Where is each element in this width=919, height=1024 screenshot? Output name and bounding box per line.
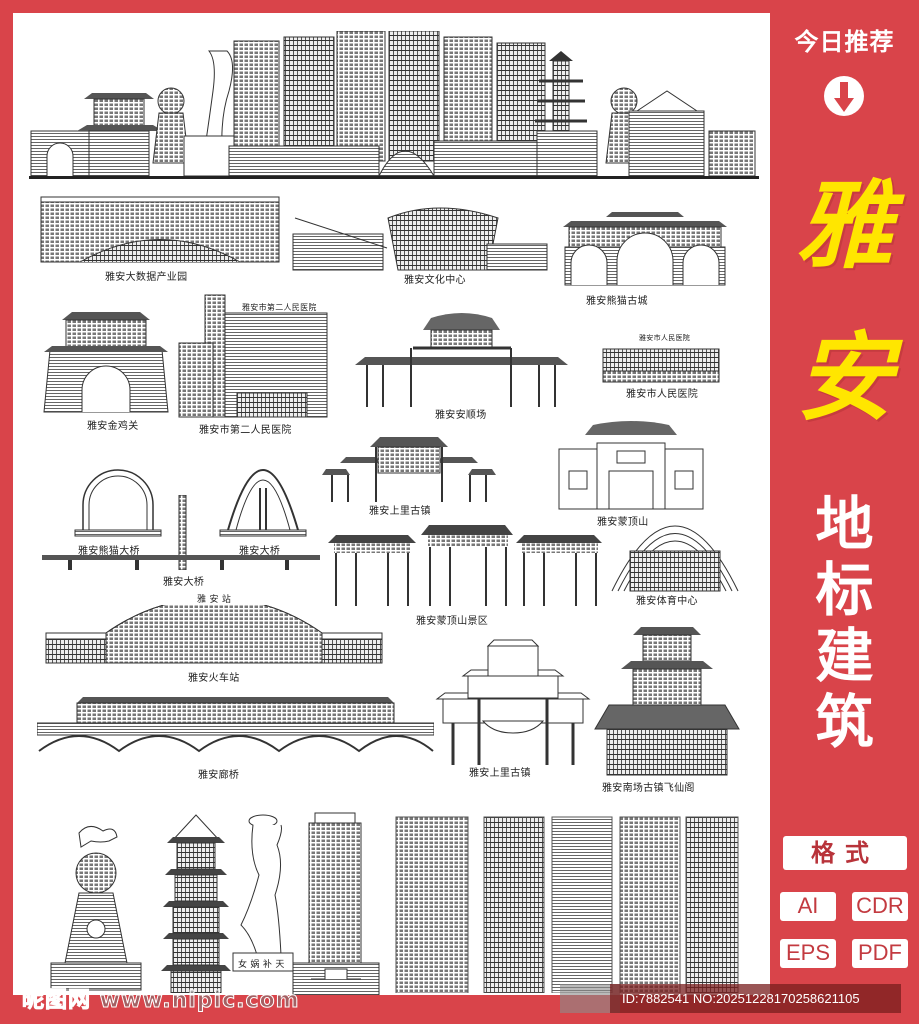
hospital-sign-2: 雅安市第二人民医院 — [242, 303, 317, 312]
caption-second-hospital: 雅安市第二人民医院 — [199, 425, 292, 436]
landmark-highrise-group — [394, 813, 740, 993]
title-rail: 今日推荐 雅 安 地 标 建 筑 格式 AI CDR EPS PDF — [770, 0, 919, 1024]
arrow-down-circle-icon — [824, 76, 864, 116]
landmark-corridor-bridge — [37, 693, 434, 753]
caption-jinji-pass: 雅安金鸡关 — [87, 421, 139, 432]
landmark-railway-station — [44, 605, 384, 665]
landmark-shangli-town-archway — [433, 621, 593, 766]
caption-yaan-bridge-long: 雅安大桥 — [163, 577, 205, 588]
landmark-anshun-square — [353, 310, 570, 408]
caption-sports-center: 雅安体育中心 — [636, 596, 698, 607]
subtitle-char-4: 筑 — [815, 688, 874, 756]
landmark-panda-ancient-city — [561, 211, 729, 286]
landmark-culture-center — [292, 206, 548, 271]
subtitle-char-1: 地 — [815, 490, 874, 558]
landmark-jinji-pass — [42, 300, 170, 413]
landmark-second-hospital — [177, 293, 329, 418]
nvwa-plaque: 女 娲 补 天 — [238, 960, 285, 970]
landmark-big-data-park — [40, 196, 280, 264]
artwork-panel: 雅安大数据产业园 雅安文化中心 雅安熊猫古城 雅安金鸡关 — [13, 13, 770, 995]
caption-panda-bridge: 雅安熊猫大桥 — [78, 546, 140, 557]
format-ai: AI — [780, 892, 836, 921]
caption-yaan-bridge-arch: 雅安大桥 — [239, 546, 281, 557]
landmark-yudu-hotel — [291, 811, 381, 995]
station-sign: 雅 安 站 — [197, 595, 232, 605]
subtitle-char-3: 建 — [815, 622, 874, 690]
hospital-sign-people: 雅安市人民医院 — [639, 334, 691, 342]
city-name-char-1: 雅 — [796, 169, 893, 282]
landmark-yaan-bridge-arch — [218, 468, 308, 538]
recommend-label: 今日推荐 — [794, 28, 895, 56]
city-name-char-2: 安 — [796, 321, 893, 434]
city-skyline — [29, 31, 759, 181]
landmark-mengding-mountain — [557, 421, 705, 511]
format-pdf: PDF — [852, 939, 908, 968]
caption-shangli-town-archway: 雅安上里古镇 — [469, 768, 531, 779]
landmark-panda-bridge — [73, 468, 163, 538]
caption-shangli-town-gate: 雅安上里古镇 — [369, 506, 431, 517]
landmark-beichang-pagoda — [161, 813, 231, 993]
subtitle-char-2: 标 — [815, 556, 874, 624]
caption-feixian-pavilion: 雅安南场古镇飞仙阁 — [602, 783, 695, 794]
caption-mengding-scenic: 雅安蒙顶山景区 — [416, 616, 489, 627]
landmark-horse-statue — [49, 811, 143, 991]
caption-mengding-mountain: 雅安蒙顶山 — [597, 517, 649, 528]
caption-anshun-square: 雅安安顺场 — [435, 410, 487, 421]
caption-big-data-park: 雅安大数据产业园 — [105, 272, 188, 283]
caption-railway-station: 雅安火车站 — [188, 673, 240, 684]
landmark-sports-center — [610, 523, 740, 593]
landmark-yaan-bridge-long — [42, 495, 320, 570]
landmark-mengding-scenic — [326, 523, 604, 608]
image-id-watermark: ID:7882541 NO:20251228170258621105 — [610, 984, 901, 1013]
landmark-nvwa-statue — [231, 813, 295, 973]
caption-culture-center: 雅安文化中心 — [404, 275, 466, 286]
caption-people-hospital: 雅安市人民医院 — [626, 389, 699, 400]
landmark-shangli-town-gate — [320, 433, 498, 503]
site-watermark: 昵图网 www.nipic.com — [22, 988, 300, 1014]
format-heading: 格式 — [783, 836, 907, 870]
format-cdr: CDR — [852, 892, 908, 921]
landmark-people-hospital — [602, 343, 720, 383]
caption-panda-ancient-city: 雅安熊猫古城 — [586, 296, 648, 307]
landmark-feixian-pavilion — [593, 625, 741, 777]
caption-corridor-bridge: 雅安廊桥 — [198, 770, 240, 781]
format-eps: EPS — [780, 939, 836, 968]
